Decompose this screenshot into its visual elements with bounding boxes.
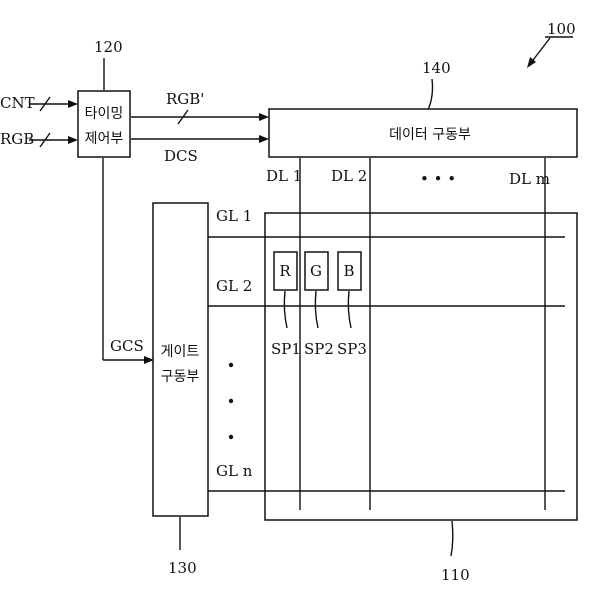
gate-driver-label-1: 게이트 [161,344,200,360]
subpixel-r-label: R [279,262,291,280]
dcs-arrowhead [259,135,269,143]
gcs-signal-label: GCS [110,337,144,355]
gate-driver-ref: 130 [168,559,197,577]
gate-line-1-label: GL 1 [216,207,252,225]
sp2-label: SP2 [304,340,334,358]
display-panel-ref-leader [451,521,453,556]
cnt-input-arrowhead [68,100,78,108]
rgb-input-arrowhead [68,136,78,144]
sp3-label: SP3 [337,340,367,358]
data-line-1-label: DL 1 [266,167,302,185]
timing-controller-block [78,91,130,157]
figure-ref-label: 100 [547,20,576,38]
data-driver-label: 데이터 구동부 [389,127,471,143]
gate-line-ellipsis-dot [229,435,233,439]
dcs-signal-label: DCS [164,147,198,165]
data-line-m-label: DL m [509,170,550,188]
gate-line-ellipsis-dot [229,399,233,403]
data-driver-ref: 140 [422,59,451,77]
rgb-prime-signal-label: RGB' [166,90,204,108]
display-panel-ref: 110 [441,566,470,584]
subpixel-b-label: B [343,262,354,280]
timing-controller-label-1: 타이밍 [85,106,124,122]
gate-line-2-label: GL 2 [216,277,252,295]
timing-controller-ref: 120 [94,38,123,56]
rgb-prime-arrowhead [259,113,269,121]
gate-driver-label-2: 구동부 [161,369,200,385]
data-line-ellipsis: • • • [420,170,456,188]
subpixel-g-label: G [310,262,322,280]
gate-line-ellipsis-dot [229,363,233,367]
data-line-2-label: DL 2 [331,167,367,185]
data-driver-ref-leader [428,79,433,110]
cnt-input-label: CNT [0,94,35,112]
sp1-label: SP1 [271,340,301,358]
gate-line-n-label: GL n [216,462,253,480]
timing-controller-label-2: 제어부 [85,131,124,147]
rgb-input-label: RGB [0,130,34,148]
